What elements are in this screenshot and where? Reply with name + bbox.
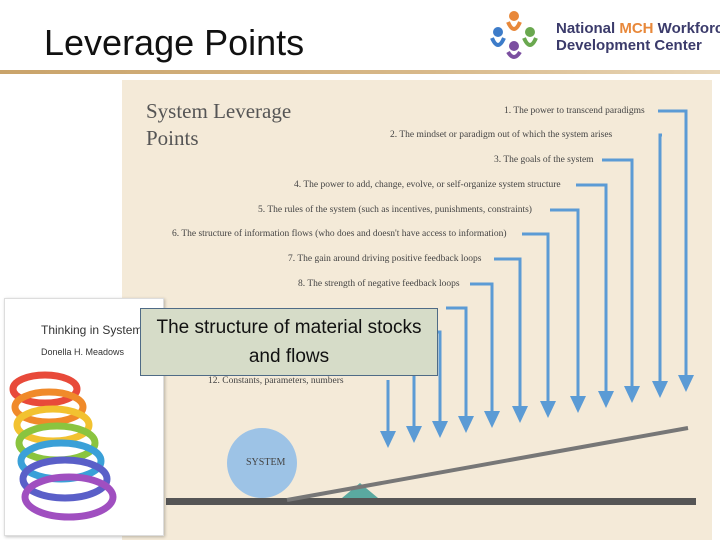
leverage-point-5: 5. The rules of the system (such as ince…	[258, 205, 532, 215]
leverage-point-8: 8. The strength of negative feedback loo…	[298, 279, 460, 289]
leverage-point-3: 3. The goals of the system	[494, 155, 594, 165]
arrow-head-3	[624, 386, 640, 403]
book-title: Thinking in Systems	[41, 323, 149, 337]
arrow-shaft-4	[576, 183, 608, 392]
arrow-head-1	[678, 375, 694, 392]
slide-title: Leverage Points	[44, 22, 305, 63]
arrow-shaft-8	[470, 282, 494, 412]
system-label: SYSTEM	[246, 457, 286, 468]
title-divider	[0, 70, 720, 74]
leverage-point-1: 1. The power to transcend paradigms	[504, 106, 645, 116]
book-author: Donella H. Meadows	[41, 347, 125, 357]
callout-box: The structure of material stocks and flo…	[140, 308, 438, 376]
arrow-head-5	[570, 396, 586, 413]
system-ball	[227, 428, 297, 498]
arrow-head-10	[432, 421, 448, 438]
lever-bar	[286, 426, 689, 502]
slinky-image	[9, 371, 117, 521]
arrow-head-12	[380, 431, 396, 448]
arrow-head-9	[458, 416, 474, 433]
arrow-head-7	[512, 406, 528, 423]
arrow-head-2	[652, 381, 668, 398]
arrow-head-4	[598, 391, 614, 408]
arrow-shaft-6	[522, 232, 550, 402]
ground-bar	[166, 498, 696, 505]
leverage-point-4: 4. The power to add, change, evolve, or …	[294, 180, 561, 190]
leverage-point-12: 12. Constants, parameters, numbers	[208, 376, 344, 386]
diagram-title: System Leverage Points	[146, 99, 292, 150]
fulcrum	[342, 483, 378, 498]
arrow-shaft-7	[494, 257, 522, 407]
arrow-shaft-3	[602, 158, 634, 387]
leverage-point-7: 7. The gain around driving positive feed…	[288, 254, 482, 264]
arrow-head-8	[484, 411, 500, 428]
arrow-shaft-9	[446, 306, 468, 417]
organization-logo: National MCH Workforce Development Cente…	[486, 6, 720, 62]
logo-people-icon	[490, 11, 538, 59]
book-cover-image: Thinking in Systems Donella H. Meadows	[4, 298, 164, 536]
arrow-shaft-2	[658, 133, 662, 382]
leverage-arrows	[166, 109, 696, 505]
arrow-shaft-5	[550, 208, 580, 397]
logo-text-line2: Development Center	[556, 37, 702, 54]
logo-text-line1: National MCH Workforce	[556, 20, 720, 37]
leverage-point-6: 6. The structure of information flows (w…	[172, 229, 507, 239]
arrow-shaft-1	[658, 109, 688, 376]
arrow-head-6	[540, 401, 556, 418]
leverage-point-2: 2. The mindset or paradigm out of which …	[390, 130, 613, 140]
arrow-head-11	[406, 426, 422, 443]
